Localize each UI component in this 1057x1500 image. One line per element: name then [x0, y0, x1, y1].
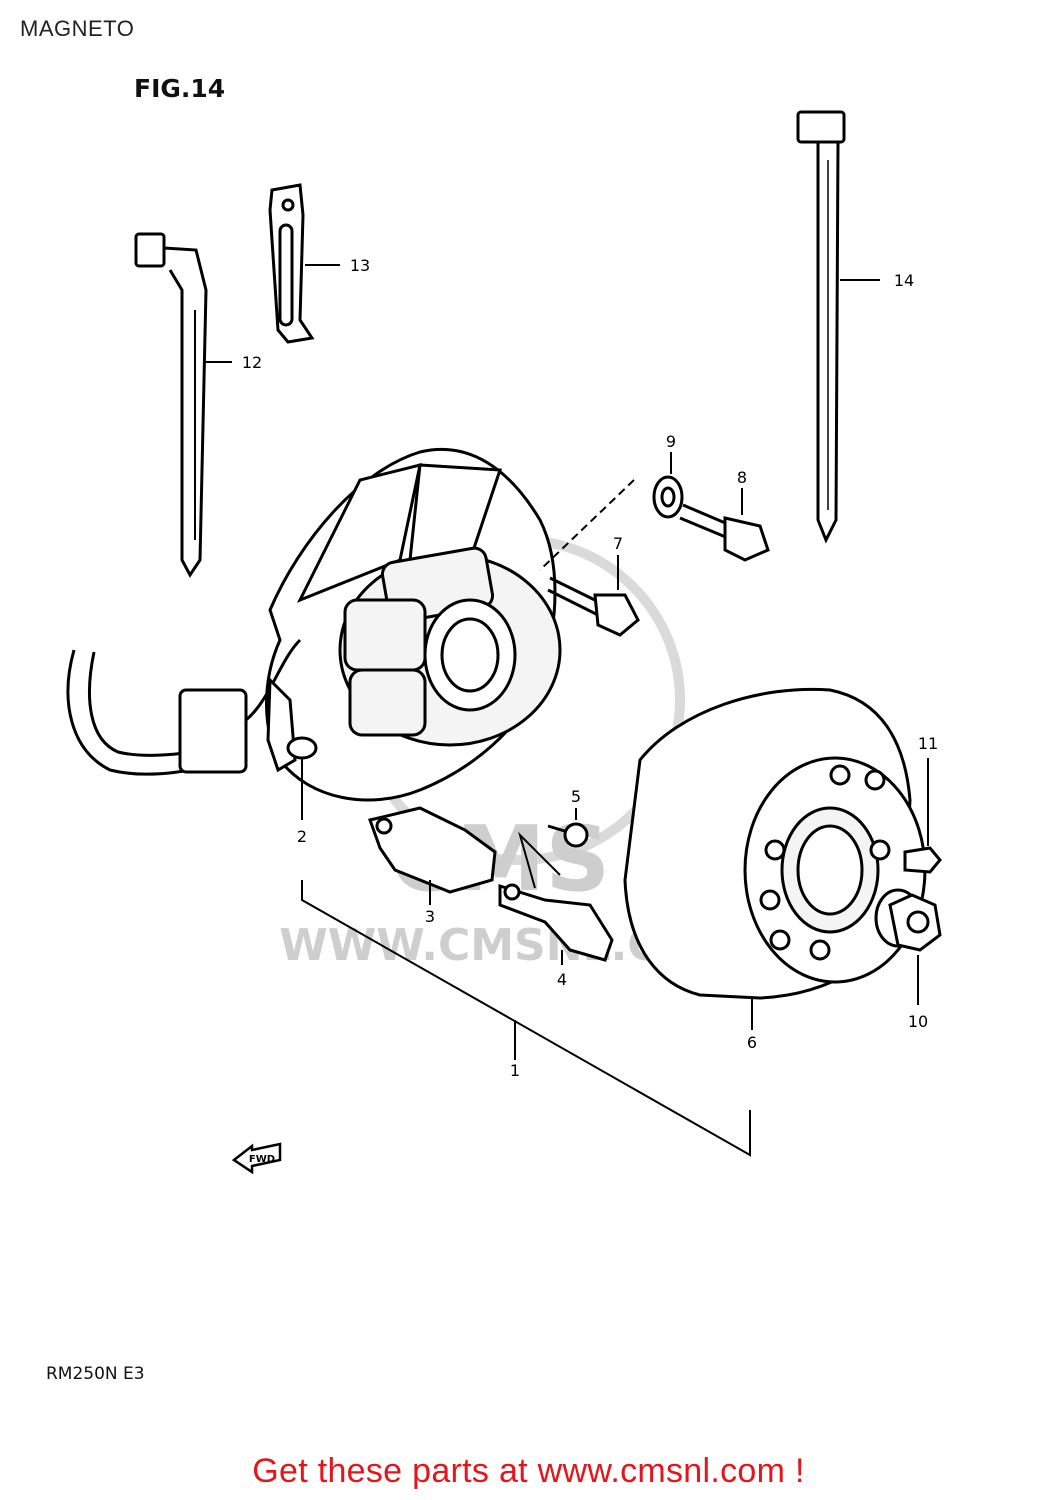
- part-11-key[interactable]: [903, 758, 942, 874]
- callout-14: 14: [894, 271, 914, 290]
- model-code: RM250N E3: [46, 1364, 145, 1384]
- part-6-rotor-flywheel[interactable]: [623, 687, 927, 1000]
- fwd-label: FWD: [249, 1154, 275, 1165]
- callout-3: 3: [425, 907, 435, 926]
- part-5-screw[interactable]: [547, 808, 589, 848]
- part-2-grommet[interactable]: [286, 736, 318, 820]
- part-4-pickup-bracket[interactable]: [498, 883, 614, 965]
- callout-11: 11: [918, 734, 938, 753]
- part-10-nut[interactable]: [874, 888, 942, 1005]
- callout-1: 1: [510, 1061, 520, 1080]
- footer-cta-link[interactable]: Get these parts at www.cmsnl.com !: [252, 1452, 805, 1490]
- callout-6: 6: [747, 1033, 757, 1052]
- figure-label: FIG.14: [134, 74, 226, 103]
- callout-9: 9: [666, 432, 676, 451]
- callout-8: 8: [737, 468, 747, 487]
- callout-4: 4: [557, 970, 567, 989]
- part-7-bolt[interactable]: [547, 555, 640, 637]
- stator-coils[interactable]: [338, 546, 562, 747]
- part-14-cable-tie[interactable]: [796, 110, 846, 544]
- callout-10: 10: [908, 1012, 928, 1031]
- page-title: MAGNETO: [20, 16, 135, 41]
- callout-2: 2: [297, 827, 307, 846]
- callout-12: 12: [242, 353, 262, 372]
- part-13-clamp[interactable]: [268, 183, 315, 344]
- part-12-cable-tie[interactable]: [134, 232, 208, 578]
- callout-7: 7: [613, 534, 623, 553]
- part-9-washer[interactable]: [652, 452, 684, 519]
- footer-cta[interactable]: Get these parts at www.cmsnl.com !: [0, 1452, 1057, 1491]
- callout-13: 13: [350, 256, 370, 275]
- guide-lines: [205, 264, 880, 1157]
- callout-5: 5: [571, 787, 581, 806]
- fwd-arrow-icon: FWD: [231, 1142, 282, 1175]
- part-3-pickup-coil[interactable]: [368, 806, 497, 905]
- part-8-bolt[interactable]: [679, 488, 770, 562]
